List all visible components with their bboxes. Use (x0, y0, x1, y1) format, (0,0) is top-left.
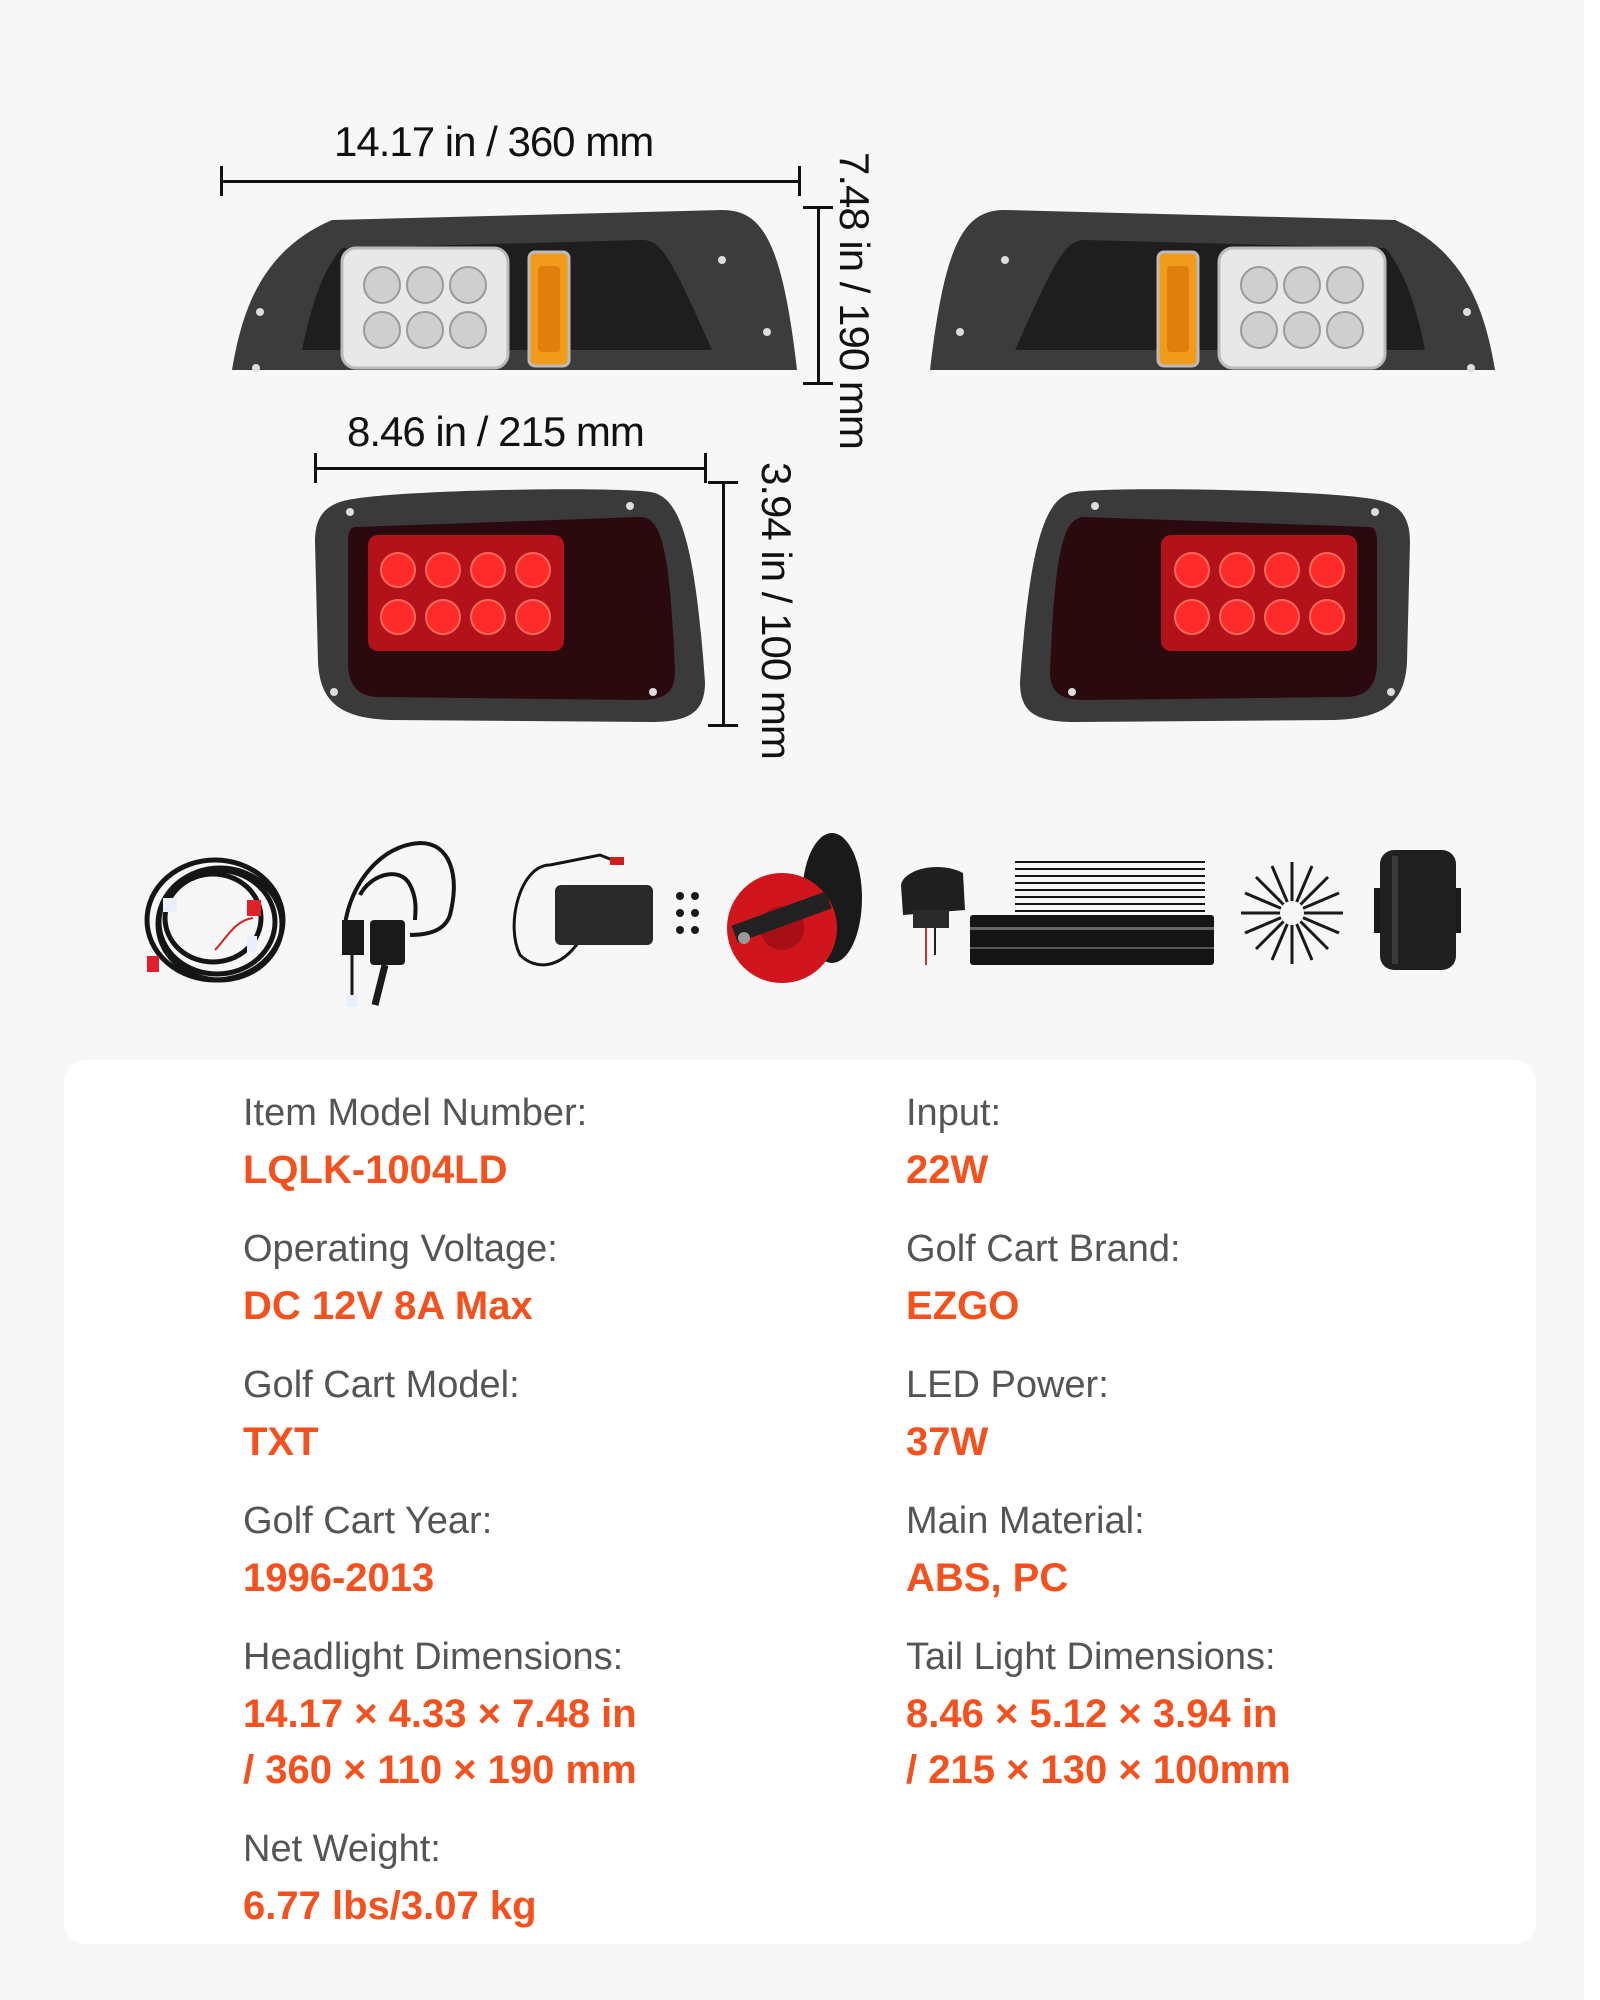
spec-label: Main Material: (906, 1500, 1145, 1542)
spec-value: 14.17 × 4.33 × 7.48 in (243, 1692, 637, 1736)
spec-headlight-dimensions: Headlight Dimensions: 14.17 × 4.33 × 7.4… (243, 1634, 637, 1798)
headlight-height-line (817, 207, 820, 385)
spec-value: 37W (906, 1420, 989, 1464)
taillight-width-tick-left (314, 453, 317, 483)
headlight-height-tick-top (803, 206, 833, 209)
headlight-width-tick-left (220, 166, 223, 196)
spec-label: Input: (906, 1092, 1002, 1134)
spec-card (64, 1060, 1536, 1944)
wiring-harness-image (144, 857, 286, 983)
right-headlight-image (930, 210, 1495, 372)
spec-value: ABS, PC (906, 1556, 1069, 1600)
right-taillight-image (1020, 489, 1410, 722)
mounting-screws-image (676, 892, 699, 934)
left-taillight-image (315, 489, 705, 722)
spec-golf-cart-brand: Golf Cart Brand: EZGO (906, 1226, 1181, 1334)
horn-image (727, 833, 862, 983)
brake-switch-image (512, 853, 653, 967)
spec-label: LED Power: (906, 1364, 1109, 1406)
taillight-width-tick-right (704, 453, 707, 483)
taillight-height-tick-top (708, 481, 738, 484)
spec-operating-voltage: Operating Voltage: DC 12V 8A Max (243, 1226, 558, 1334)
spec-label: Golf Cart Year: (243, 1500, 493, 1542)
spec-value-line2: / 215 × 130 × 100mm (906, 1748, 1291, 1792)
spec-net-weight: Net Weight: 6.77 lbs/3.07 kg (243, 1826, 537, 1934)
self-tapping-screws-image (1241, 862, 1343, 964)
taillight-width-line (316, 467, 706, 470)
headlight-width-label: 14.17 in / 360 mm (334, 118, 654, 165)
headlight-height-tick-bottom (803, 382, 833, 385)
spec-value-line2: / 360 × 110 × 190 mm (243, 1748, 637, 1792)
spec-label: Tail Light Dimensions: (906, 1636, 1276, 1678)
left-headlight-image (232, 210, 797, 372)
spec-label: Golf Cart Model: (243, 1364, 520, 1406)
taillight-height-label: 3.94 in / 100 mm (753, 462, 800, 759)
spec-golf-cart-year: Golf Cart Year: 1996-2013 (243, 1498, 492, 1606)
spec-item-model-number: Item Model Number: LQLK-1004LD (243, 1090, 587, 1198)
spec-value: DC 12V 8A Max (243, 1284, 533, 1328)
rocker-switch-image (901, 866, 965, 965)
spec-label: Item Model Number: (243, 1092, 588, 1134)
spec-value: 8.46 × 5.12 × 3.94 in (906, 1692, 1278, 1736)
spec-label: Net Weight: (243, 1828, 441, 1870)
spec-value: LQLK-1004LD (243, 1148, 508, 1192)
mounting-bar-image (970, 915, 1214, 965)
spec-value: EZGO (906, 1284, 1020, 1328)
spec-value: 22W (906, 1148, 989, 1192)
spec-label: Headlight Dimensions: (243, 1636, 624, 1678)
spec-value: 6.77 lbs/3.07 kg (243, 1884, 537, 1928)
headlight-height-label: 7.48 in / 190 mm (831, 152, 878, 449)
spec-input: Input: 22W (906, 1090, 1001, 1198)
spec-tail-light-dimensions: Tail Light Dimensions: 8.46 × 5.12 × 3.9… (906, 1634, 1291, 1798)
spec-value: 1996-2013 (243, 1556, 435, 1600)
headlight-width-line (222, 180, 800, 183)
cable-ties-image (1015, 861, 1205, 912)
taillight-height-line (722, 482, 725, 726)
spec-label: Golf Cart Brand: (906, 1228, 1181, 1270)
spec-led-power: LED Power: 37W (906, 1362, 1109, 1470)
taillight-height-tick-bottom (708, 724, 738, 727)
spec-golf-cart-model: Golf Cart Model: TXT (243, 1362, 520, 1470)
turn-signal-switch-image (342, 840, 456, 1007)
spec-value: TXT (243, 1420, 319, 1464)
taillight-width-label: 8.46 in / 215 mm (347, 408, 645, 455)
spec-main-material: Main Material: ABS, PC (906, 1498, 1145, 1606)
cylinder-cover-image (1374, 850, 1461, 970)
spec-label: Operating Voltage: (243, 1228, 558, 1270)
headlight-width-tick-right (798, 166, 801, 196)
